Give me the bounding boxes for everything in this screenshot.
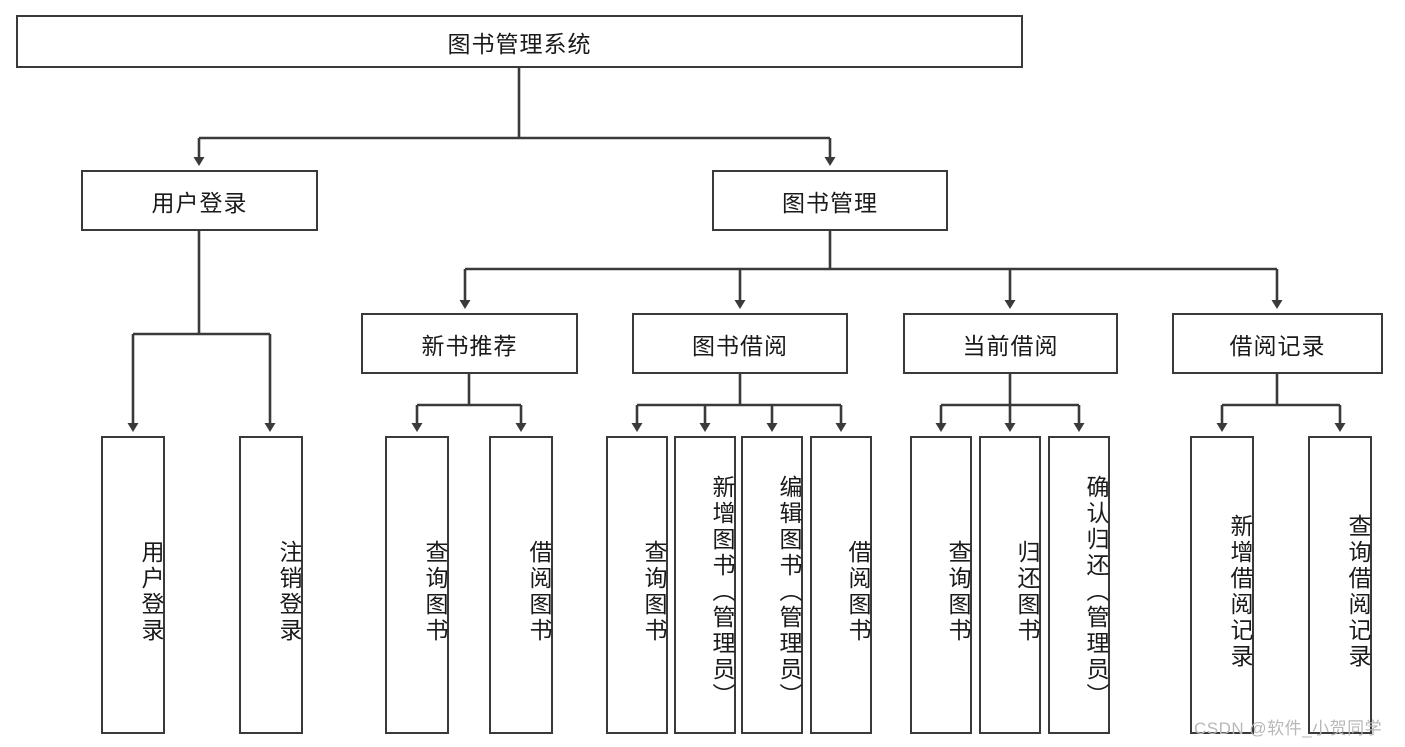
leaf-return-books[interactable]: 归还图书 bbox=[979, 436, 1041, 734]
node-user-login[interactable]: 用户登录 bbox=[81, 170, 318, 231]
node-label: 新书推荐 bbox=[421, 332, 518, 359]
node-label: 查询图书 bbox=[945, 540, 971, 644]
node-borrowing-records[interactable]: 借阅记录 bbox=[1172, 313, 1383, 374]
leaf-query-books-borrowing[interactable]: 查询图书 bbox=[606, 436, 668, 734]
node-label: 图书借阅 bbox=[692, 332, 788, 359]
node-label: 借阅记录 bbox=[1229, 332, 1326, 359]
node-label: 归还图书 bbox=[1014, 540, 1040, 644]
node-root-library-management-system[interactable]: 图书管理系统 bbox=[16, 15, 1023, 68]
leaf-query-borrowing-record[interactable]: 查询借阅记录 bbox=[1308, 436, 1372, 734]
node-label: 图书管理系统 bbox=[447, 30, 592, 57]
leaf-add-borrowing-record[interactable]: 新增借阅记录 bbox=[1190, 436, 1254, 734]
node-label: 新增图书（管理员） bbox=[709, 475, 735, 709]
watermark-text: CSDN @软件_小贺同学 bbox=[1194, 719, 1383, 738]
node-label: 确认归还（管理员） bbox=[1083, 475, 1109, 709]
node-label: 用户登录 bbox=[138, 540, 164, 644]
node-label: 借阅图书 bbox=[526, 540, 552, 644]
node-label: 注销登录 bbox=[276, 540, 302, 644]
leaf-query-books-current[interactable]: 查询图书 bbox=[910, 436, 972, 734]
node-book-management[interactable]: 图书管理 bbox=[712, 170, 948, 231]
leaf-edit-book-admin[interactable]: 编辑图书（管理员） bbox=[741, 436, 803, 734]
node-label: 查询图书 bbox=[422, 540, 448, 644]
node-label: 新增借阅记录 bbox=[1227, 514, 1253, 670]
node-label: 查询图书 bbox=[641, 540, 667, 644]
leaf-add-book-admin[interactable]: 新增图书（管理员） bbox=[674, 436, 736, 734]
watermark-csdn: CSDN @软件_小贺同学 bbox=[1194, 714, 1382, 739]
leaf-logout[interactable]: 注销登录 bbox=[239, 436, 303, 734]
leaf-borrow-books-recommendation[interactable]: 借阅图书 bbox=[489, 436, 553, 734]
node-label: 当前借阅 bbox=[962, 332, 1059, 359]
node-current-borrowing[interactable]: 当前借阅 bbox=[903, 313, 1118, 374]
leaf-confirm-return-admin[interactable]: 确认归还（管理员） bbox=[1048, 436, 1110, 734]
node-label: 用户登录 bbox=[151, 189, 248, 216]
node-label: 编辑图书（管理员） bbox=[776, 475, 802, 709]
node-book-borrowing[interactable]: 图书借阅 bbox=[632, 313, 848, 374]
leaf-query-books-recommendation[interactable]: 查询图书 bbox=[385, 436, 449, 734]
node-label: 查询借阅记录 bbox=[1345, 514, 1371, 670]
leaf-borrow-books-borrowing[interactable]: 借阅图书 bbox=[810, 436, 872, 734]
node-new-book-recommendation[interactable]: 新书推荐 bbox=[361, 313, 578, 374]
node-label: 图书管理 bbox=[782, 189, 878, 216]
node-label: 借阅图书 bbox=[845, 540, 871, 644]
leaf-user-login[interactable]: 用户登录 bbox=[101, 436, 165, 734]
